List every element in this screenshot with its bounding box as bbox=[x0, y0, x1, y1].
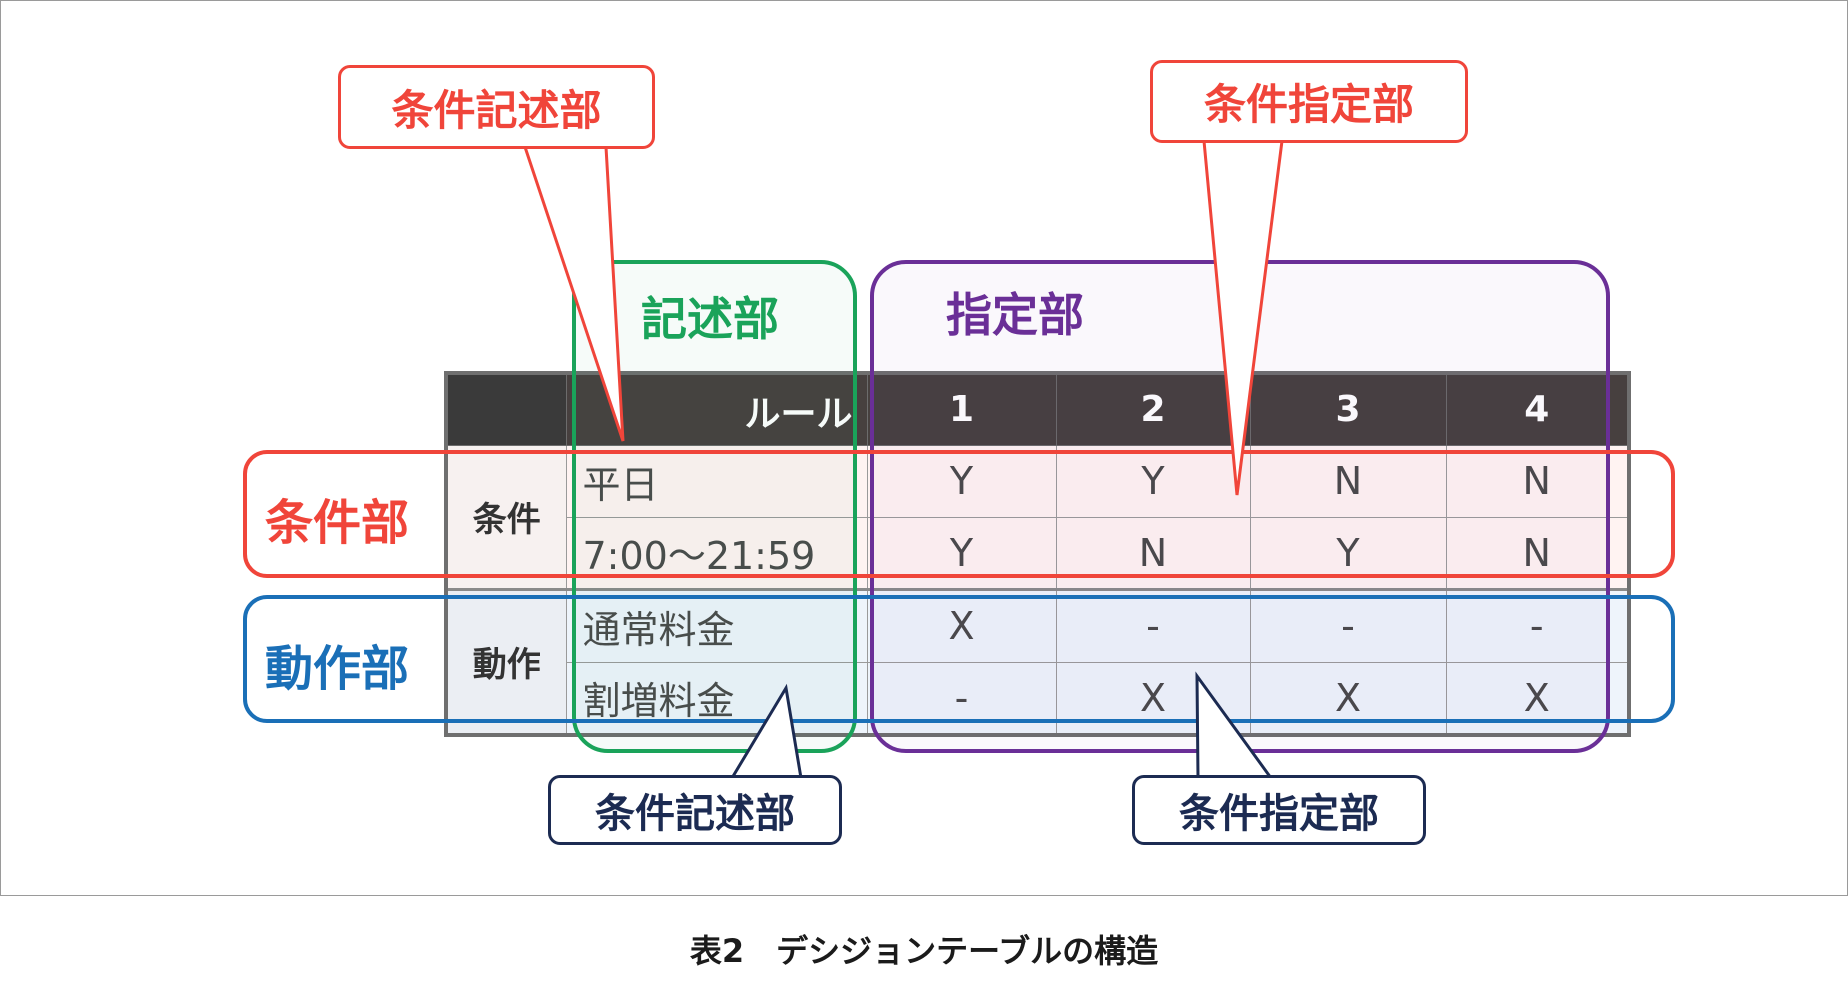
figure-frame: ルール 1 2 3 4 条件 平日 Y Y N N 7:00～21:59 Y N… bbox=[0, 0, 1848, 896]
table-cell: Y bbox=[1055, 444, 1251, 518]
pointer-bottom-right bbox=[1195, 671, 1274, 780]
table-cell: - bbox=[1249, 587, 1447, 663]
table-cell: - bbox=[1445, 587, 1630, 663]
table-row: 動作 通常料金 X - - - bbox=[445, 587, 1630, 736]
callout-condition-specification-bottom: 条件指定部 bbox=[1132, 775, 1426, 845]
row-label: 通常料金 bbox=[565, 587, 868, 663]
condition-group-label: 条件 bbox=[445, 444, 567, 590]
condition-region-box bbox=[243, 450, 1675, 578]
table-cell: X bbox=[866, 587, 1057, 663]
table-cell: Y bbox=[866, 444, 1057, 518]
specification-region-label: 指定部 bbox=[946, 288, 1084, 342]
condition-region-label: 条件部 bbox=[265, 495, 410, 551]
action-region-box bbox=[243, 595, 1675, 723]
action-group-label: 動作 bbox=[445, 587, 567, 736]
callout-pointers bbox=[522, 139, 1284, 780]
rule-number: 4 bbox=[1445, 372, 1630, 446]
rule-number: 3 bbox=[1249, 372, 1447, 446]
pointer-top-left bbox=[522, 145, 625, 442]
callout-condition-description-bottom: 条件記述部 bbox=[548, 775, 842, 845]
callout-condition-description-top: 条件記述部 bbox=[338, 65, 655, 149]
table-cell: - bbox=[1055, 587, 1251, 663]
callout-condition-specification-top: 条件指定部 bbox=[1150, 60, 1468, 143]
description-region-box bbox=[572, 260, 857, 753]
table-cell: N bbox=[1445, 444, 1630, 518]
table-cell: N bbox=[1249, 444, 1447, 518]
rule-number: 2 bbox=[1055, 372, 1251, 446]
action-region-label: 動作部 bbox=[265, 641, 410, 697]
figure-caption: 表2 デシジョンテーブルの構造 bbox=[689, 932, 1159, 970]
description-region-label: 記述部 bbox=[641, 292, 779, 346]
pointer-top-right bbox=[1202, 139, 1284, 496]
pointer-bottom-left bbox=[729, 683, 803, 780]
